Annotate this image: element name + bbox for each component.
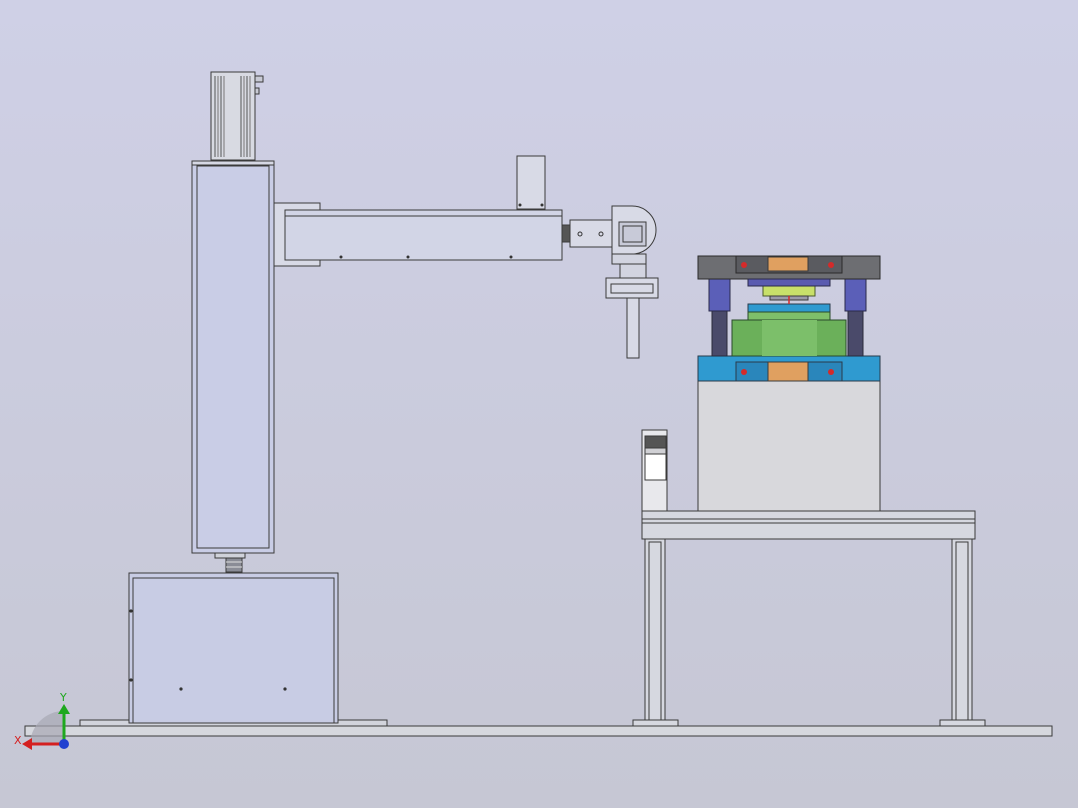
part-magazine bbox=[641, 429, 668, 512]
press-base-block bbox=[697, 380, 881, 512]
robot-wrist-gripper bbox=[561, 205, 659, 359]
axis-y-label: Y bbox=[59, 691, 67, 704]
robot-base-cabinet bbox=[128, 572, 339, 724]
axis-x-label: X bbox=[14, 734, 22, 747]
work-table bbox=[632, 510, 986, 727]
stamping-die-assembly bbox=[697, 255, 881, 382]
floor-base-plate bbox=[24, 725, 1053, 737]
coordinate-triad-icon: Y X bbox=[14, 691, 70, 750]
robot-horizontal-arm bbox=[273, 155, 563, 267]
robot-vertical-column bbox=[191, 160, 275, 554]
column-servo-motor bbox=[210, 71, 264, 161]
column-coupling bbox=[214, 551, 246, 573]
